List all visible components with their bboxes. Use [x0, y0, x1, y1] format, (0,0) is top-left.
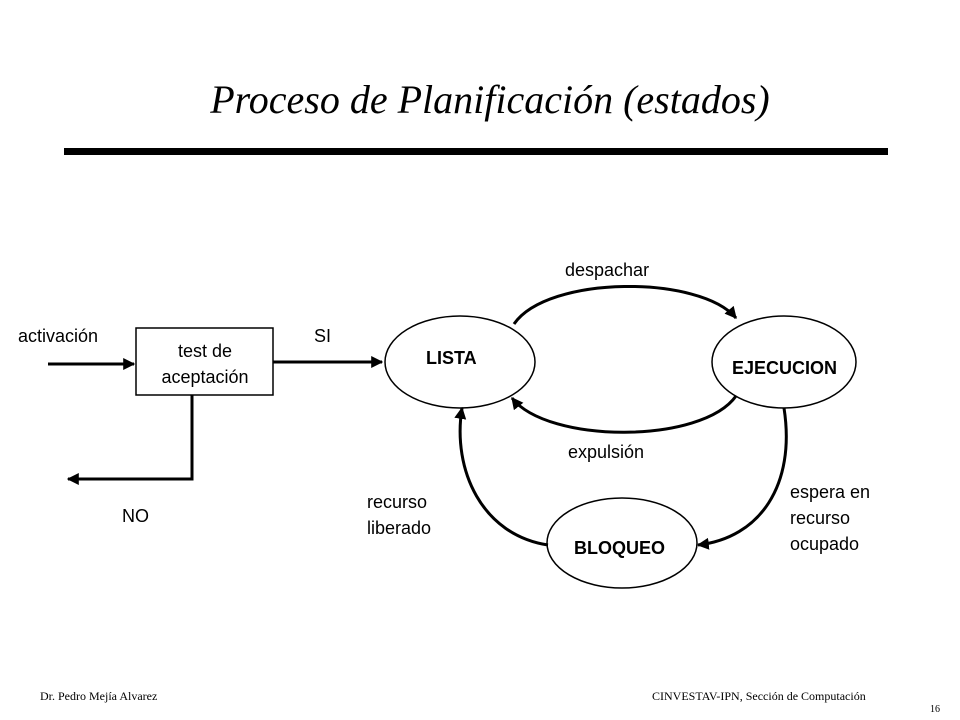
activation-label: activación: [18, 326, 99, 346]
state-bloqueo-label: BLOQUEO: [574, 538, 666, 558]
dispatch-arrow: [512, 284, 738, 325]
state-lista-label: LISTA: [426, 348, 477, 368]
preempt-arrow: [510, 395, 738, 434]
no-arrow: [66, 395, 194, 485]
no-label: NO: [122, 506, 149, 526]
dispatch-label: despachar: [565, 260, 650, 280]
footer-institution: CINVESTAV-IPN, Sección de Computación: [652, 689, 866, 703]
slide-title: Proceso de Planificación (estados): [210, 77, 770, 122]
page-number: 16: [930, 704, 940, 715]
release-label: recurso liberado: [367, 492, 432, 538]
title-underline: [64, 148, 888, 155]
acceptance-test-box: [135, 327, 274, 396]
preempt-label: expulsión: [568, 442, 645, 462]
release-arrow: [454, 406, 549, 547]
state-ejecucion-label: EJECUCION: [732, 358, 838, 378]
acceptance-test-label: test de aceptación: [161, 341, 249, 387]
wait-label: espera en recurso ocupado: [790, 482, 871, 554]
yes-label: SI: [314, 326, 332, 346]
wait-arrow: [696, 407, 788, 550]
footer-author: Dr. Pedro Mejía Alvarez: [40, 689, 158, 703]
